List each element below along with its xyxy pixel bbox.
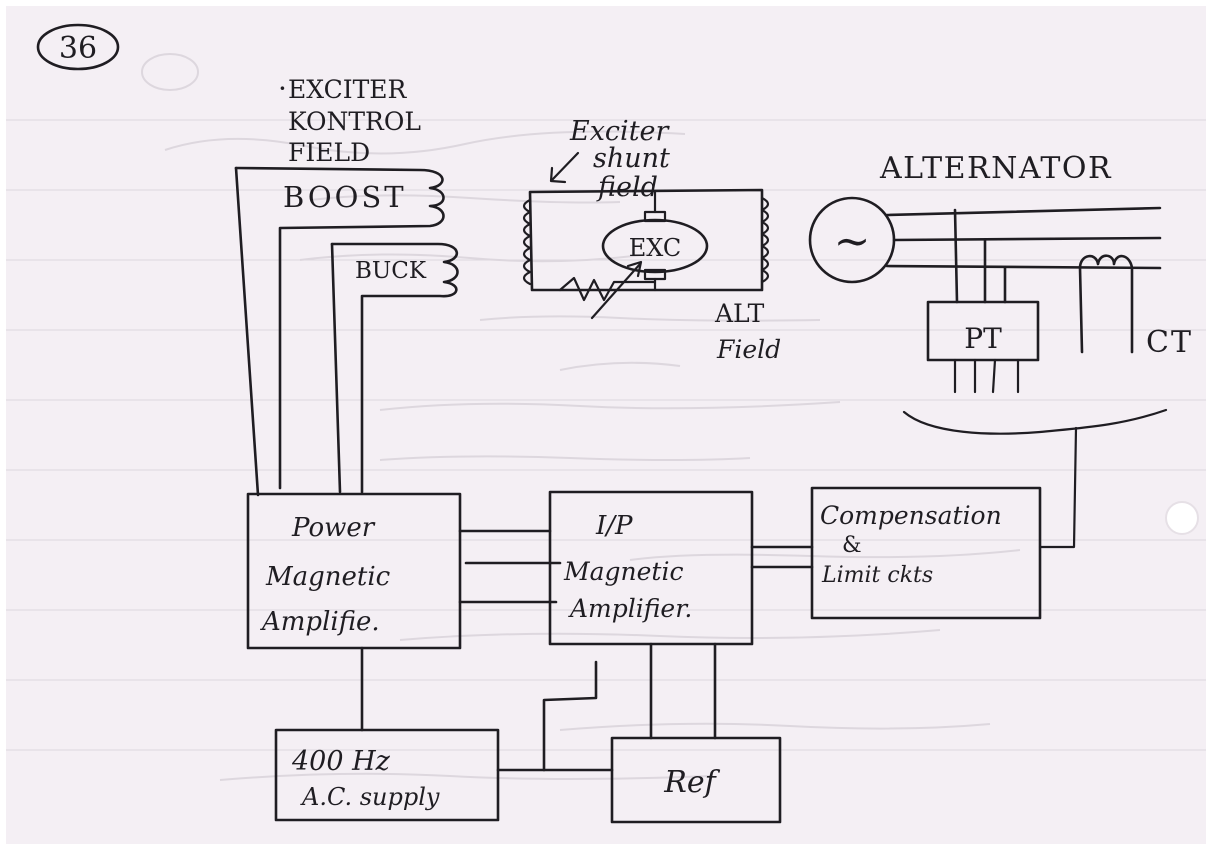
power-amp-line2: Magnetic (265, 562, 391, 592)
comp-line3: Limit ckts (821, 563, 933, 588)
ref-label: Ref (663, 765, 720, 800)
ac-source-symbol: ~ (834, 216, 871, 267)
buck-label: BUCK (355, 258, 427, 284)
exciter-label-line2: KONTROL (288, 107, 421, 136)
alt-label-line1: ALT (714, 299, 765, 328)
comp-line1: Compensation (820, 501, 1002, 530)
input-amp-line2: Magnetic (563, 557, 683, 586)
alt-label-line2: Field (716, 335, 781, 364)
exc-label: EXC (629, 234, 682, 262)
input-amp-line1: I/P (595, 511, 633, 541)
supply-line1: 400 Hz (291, 746, 391, 777)
page-number-text: 36 (59, 31, 97, 66)
exciter-label-line1: EXCITER (288, 75, 408, 104)
shunt-label-line3: field (596, 172, 658, 203)
power-amp-line3: Amplifie. (260, 607, 380, 637)
exciter-label-line3: FIELD (288, 138, 370, 167)
supply-line2: A.C. supply (300, 783, 440, 811)
alternator-label: ALTERNATOR (879, 151, 1112, 186)
svg-text:·: · (278, 72, 287, 105)
shunt-label-line2: shunt (593, 143, 670, 174)
ct-label: CT (1146, 325, 1193, 360)
comp-line2: & (842, 533, 862, 558)
input-amp-line3: Amplifier. (568, 594, 692, 623)
power-amp-line1: Power (291, 513, 376, 543)
pt-label: PT (964, 322, 1002, 355)
boost-label: BOOST (283, 180, 407, 214)
